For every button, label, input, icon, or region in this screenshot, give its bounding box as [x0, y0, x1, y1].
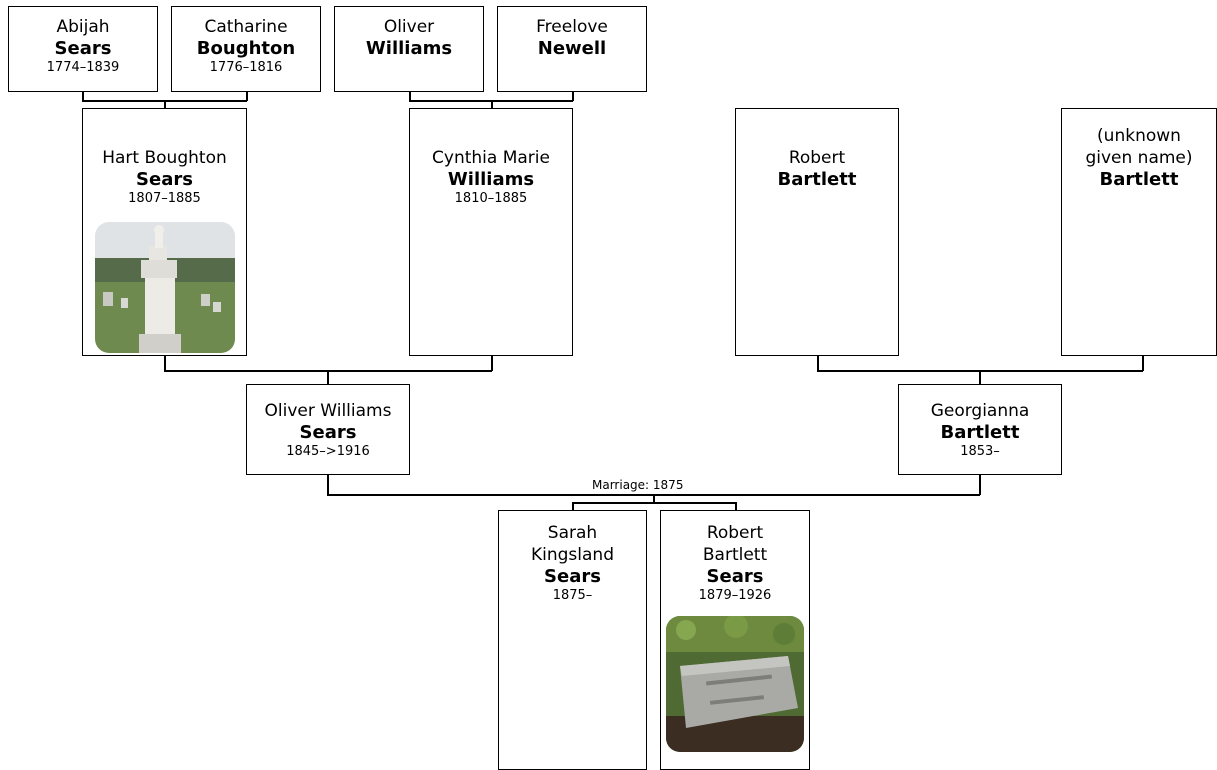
marriage-label: Marriage: 1875: [590, 478, 686, 492]
connector-line: [979, 370, 981, 384]
connector-line: [491, 100, 493, 109]
connector-line: [572, 502, 574, 511]
surname: Bartlett: [777, 169, 857, 190]
surname: Sears: [706, 566, 764, 587]
given-name-line2: Kingsland: [531, 545, 614, 565]
given-name: Abijah: [56, 17, 110, 37]
connector-line: [246, 92, 248, 101]
person-card-cynthia-marie-williams[interactable]: Cynthia Marie Williams 1810–1885: [409, 108, 573, 356]
connector-line: [979, 474, 981, 495]
connector-line: [817, 356, 819, 371]
life-dates: 1879–1926: [698, 588, 772, 603]
surname: Sears: [299, 422, 357, 443]
connector-line: [409, 92, 411, 101]
given-name: Robert: [788, 148, 846, 168]
headstone-photo[interactable]: [666, 616, 804, 752]
person-card-sarah-kingsland-sears[interactable]: Sarah Kingsland Sears 1875–: [498, 510, 647, 770]
life-dates: 1776–1816: [209, 60, 283, 75]
given-name-line1: Sarah: [547, 523, 598, 543]
life-dates: 1875–: [552, 588, 593, 603]
surname: Williams: [447, 169, 535, 190]
surname: Boughton: [196, 38, 296, 59]
given-name: Oliver Williams: [264, 401, 392, 421]
gravestone-monument-image: [95, 222, 235, 353]
connector-line: [164, 356, 166, 371]
surname: Williams: [365, 38, 453, 59]
given-name: Cynthia Marie: [432, 148, 550, 168]
connector-line: [735, 502, 737, 511]
person-card-catharine-boughton[interactable]: Catharine Boughton 1776–1816: [171, 6, 321, 92]
connector-line: [653, 494, 655, 502]
life-dates: 1810–1885: [454, 191, 528, 206]
connector-line: [1142, 356, 1144, 371]
headstone-image: [666, 616, 804, 752]
connector-line: [82, 92, 84, 101]
person-card-freelove-newell[interactable]: Freelove Newell: [497, 6, 647, 92]
surname: Newell: [537, 38, 607, 59]
surname: Sears: [54, 38, 112, 59]
life-dates: 1845–>1916: [286, 444, 370, 459]
person-card-oliver-williams-sears[interactable]: Oliver Williams Sears 1845–>1916: [246, 384, 410, 475]
connector-line: [572, 502, 736, 504]
surname: Sears: [544, 566, 601, 587]
given-name-line2: given name): [1085, 148, 1193, 168]
given-name: Hart Boughton: [102, 148, 227, 168]
connector-line: [572, 92, 574, 101]
person-card-unknown-bartlett[interactable]: (unknown given name) Bartlett: [1061, 108, 1217, 356]
life-dates: 1807–1885: [128, 191, 201, 206]
given-name: Georgianna: [930, 401, 1030, 421]
connector-line: [491, 356, 493, 371]
life-dates: 1853–: [960, 444, 1000, 459]
surname: Bartlett: [940, 422, 1020, 443]
given-name: Freelove: [536, 17, 608, 37]
person-card-oliver-williams[interactable]: Oliver Williams: [334, 6, 484, 92]
given-name: Oliver: [383, 17, 435, 37]
given-name-line2: Bartlett: [702, 545, 768, 565]
life-dates: 1774–1839: [46, 60, 120, 75]
gravestone-monument-photo[interactable]: [95, 222, 235, 353]
given-name-line1: (unknown: [1097, 126, 1181, 146]
person-card-robert-bartlett[interactable]: Robert Bartlett: [735, 108, 899, 356]
surname: Sears: [136, 169, 193, 190]
given-name: Catharine: [204, 17, 288, 37]
connector-line: [164, 100, 166, 109]
given-name-line1: Robert: [706, 523, 764, 543]
surname: Bartlett: [1099, 169, 1179, 190]
connector-line: [327, 370, 329, 384]
person-card-georgianna-bartlett[interactable]: Georgianna Bartlett 1853–: [898, 384, 1062, 475]
connector-line: [327, 474, 329, 495]
person-card-abijah-sears[interactable]: Abijah Sears 1774–1839: [8, 6, 158, 92]
